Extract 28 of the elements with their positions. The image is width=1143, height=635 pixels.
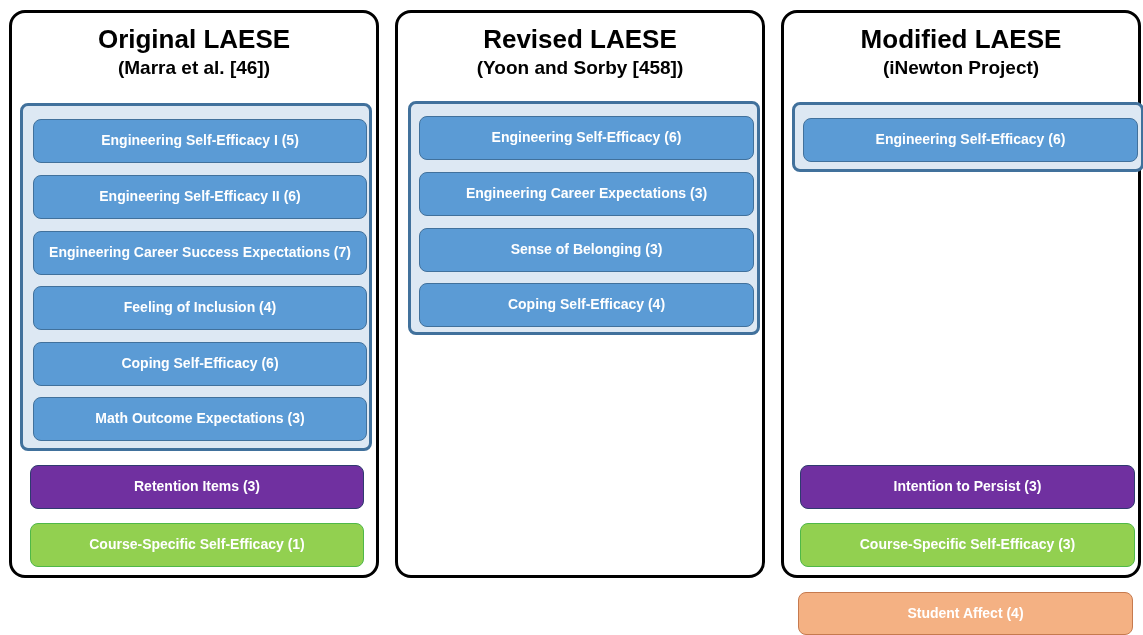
panel	[781, 10, 1141, 578]
panel-subtitle: (Yoon and Sorby [458])	[476, 56, 684, 80]
category-box: Engineering Self-Efficacy (6)	[803, 118, 1138, 162]
panel-subtitle: (Marra et al. [46])	[117, 56, 270, 80]
category-box: Engineering Self-Efficacy (6)	[419, 116, 754, 160]
panel-title: Modified LAESE	[860, 23, 1062, 55]
category-box: Intention to Persist (3)	[800, 465, 1135, 509]
category-box: Engineering Career Success Expectations (7)	[33, 231, 367, 275]
category-box: Engineering Career Expectations (3)	[419, 172, 754, 216]
category-box: Student Affect (4)	[798, 592, 1133, 635]
category-box: Sense of Belonging (3)	[419, 228, 754, 272]
category-box: Coping Self-Efficacy (6)	[33, 342, 367, 386]
category-box: Math Outcome Expectations (3)	[33, 397, 367, 441]
category-box: Retention Items (3)	[30, 465, 364, 509]
panel-title: Original LAESE	[97, 23, 291, 55]
group-box	[20, 103, 372, 451]
category-box: Course-Specific Self-Efficacy (1)	[30, 523, 364, 567]
category-box: Course-Specific Self-Efficacy (3)	[800, 523, 1135, 567]
group-box	[408, 101, 760, 335]
category-box: Engineering Self-Efficacy I (5)	[33, 119, 367, 163]
group-box	[792, 102, 1143, 172]
category-box: Coping Self-Efficacy (4)	[419, 283, 754, 327]
category-box: Feeling of Inclusion (4)	[33, 286, 367, 330]
panel	[395, 10, 765, 578]
category-box: Engineering Self-Efficacy II (6)	[33, 175, 367, 219]
panel-title: Revised LAESE	[483, 23, 677, 55]
panel	[9, 10, 379, 578]
panel-subtitle: (iNewton Project)	[882, 56, 1040, 80]
